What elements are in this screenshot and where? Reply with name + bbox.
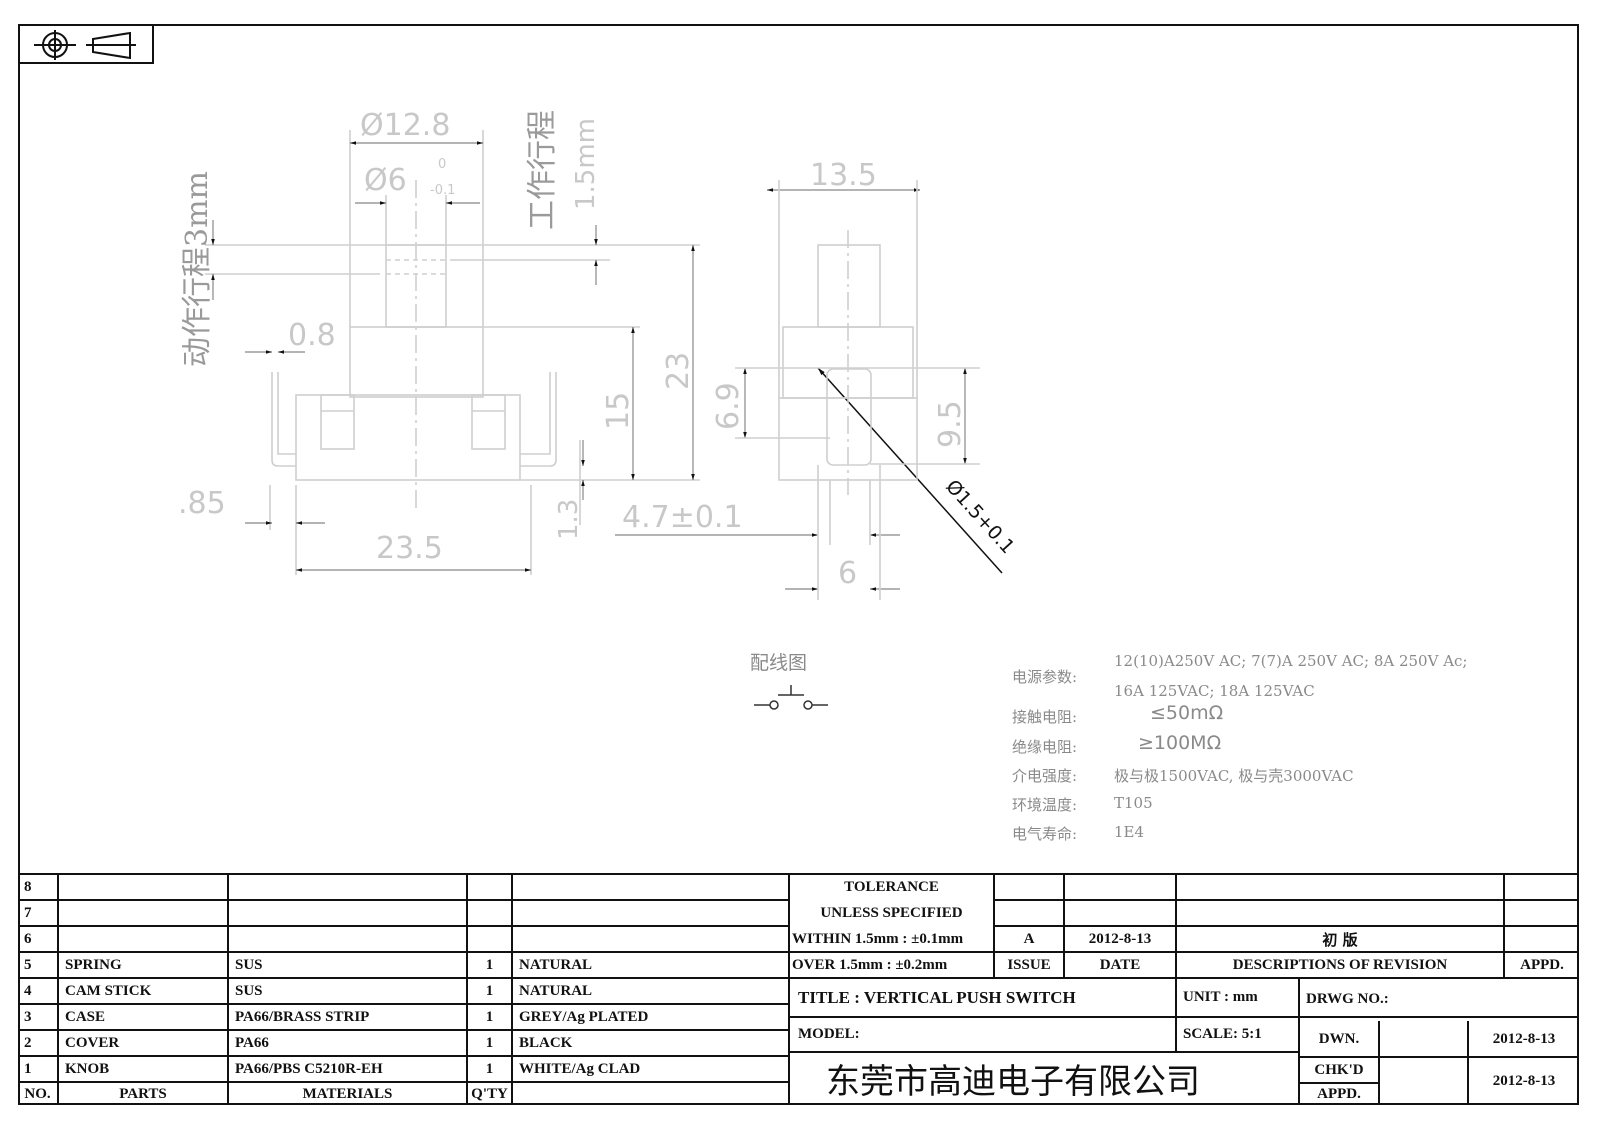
spec-label-temperature: 环境温度: xyxy=(1012,796,1078,814)
dim-pin-width: 0.8 xyxy=(288,318,336,353)
dim-tol-lower: -0.1 xyxy=(430,183,455,198)
dim-side-height-b: 9.5 xyxy=(933,400,968,448)
dimension-lines xyxy=(211,141,967,591)
dim-body-height: 15 xyxy=(601,392,636,430)
spec-value-contact-resistance: ≤50mΩ xyxy=(1150,702,1224,724)
spec-label-life: 电气寿命: xyxy=(1012,825,1078,843)
spec-value-temperature: T105 xyxy=(1114,794,1153,812)
label-working-travel: 工作行程 xyxy=(525,110,560,230)
spec-value-power-2: 16A 125VAC; 18A 125VAC xyxy=(1114,682,1315,700)
dim-body-width: 23.5 xyxy=(376,531,443,566)
dim-pin-spacing: 4.7±0.1 xyxy=(622,500,743,535)
technical-drawing: Ø12.8 Ø6 0 -0.1 0.8 23 15 .85 23.5 1.3 4… xyxy=(178,108,1019,600)
side-view xyxy=(735,180,980,600)
label-working-travel-value: 1.5mm xyxy=(571,118,601,210)
spec-label-contact-resistance: 接触电阻: xyxy=(1012,708,1078,726)
dim-total-height: 23 xyxy=(661,352,696,390)
truncated-cone-icon xyxy=(86,31,136,60)
dim-pin-offset: .85 xyxy=(178,486,226,521)
spec-label-dielectric: 介电强度: xyxy=(1012,767,1078,785)
front-view xyxy=(205,130,700,575)
dimension-texts: Ø12.8 Ø6 0 -0.1 0.8 23 15 .85 23.5 1.3 4… xyxy=(178,108,1019,591)
dim-side-width: 13.5 xyxy=(810,158,877,193)
target-circle-icon xyxy=(34,30,76,60)
wiring-diagram: 配线图 xyxy=(750,648,830,726)
label-operating-travel: 动作行程3mm xyxy=(180,171,215,367)
spec-label-insulation-resistance: 绝缘电阻: xyxy=(1012,738,1078,756)
spec-value-dielectric: 极与极1500VAC, 极与壳3000VAC xyxy=(1114,767,1354,785)
drawing-frame xyxy=(18,24,1579,1105)
spec-value-insulation-resistance: ≥100MΩ xyxy=(1138,732,1222,754)
dim-side-pin-width: 6 xyxy=(838,556,857,591)
dim-pin-length: 1.3 xyxy=(554,499,584,540)
spec-label-power: 电源参数: xyxy=(1012,668,1078,686)
spec-value-life: 1E4 xyxy=(1114,823,1145,841)
spec-value-power-1: 12(10)A250V AC; 7(7)A 250V AC; 8A 250V A… xyxy=(1114,652,1468,670)
push-switch-symbol-icon xyxy=(754,685,828,710)
projection-symbol-box xyxy=(18,24,154,64)
dim-knob-inner-dia: Ø6 xyxy=(364,163,407,198)
wiring-label: 配线图 xyxy=(750,652,808,674)
dim-tol-upper: 0 xyxy=(438,157,446,172)
dim-side-height-a: 6.9 xyxy=(711,382,746,430)
dim-hole-dia: Ø1.5+0.1 xyxy=(941,476,1018,559)
dim-knob-outer-dia: Ø12.8 xyxy=(360,108,450,143)
